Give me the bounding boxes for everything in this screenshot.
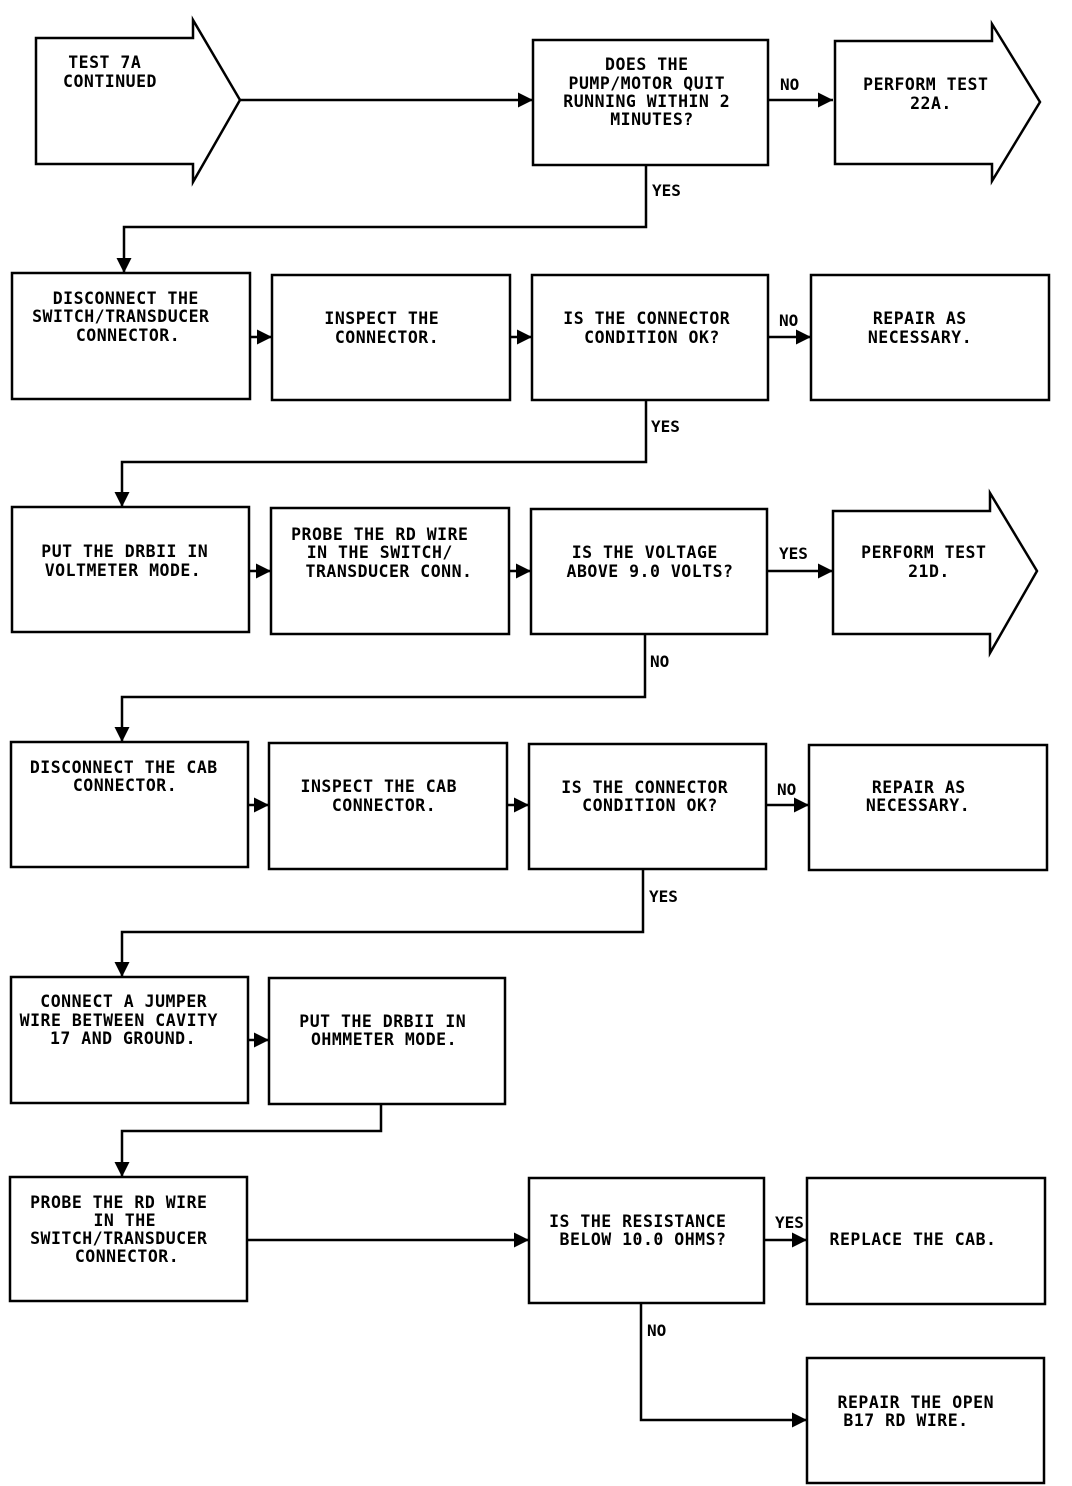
label-pump-no: NO: [780, 75, 799, 94]
node-q-pump-box: [531, 38, 770, 167]
repair2-text: REPAIR AS NECESSARY.: [866, 778, 976, 815]
label-res-yes: YES: [775, 1213, 804, 1232]
node-insp-conn-box: [270, 273, 512, 402]
node-test21d-arrow: [831, 488, 1039, 658]
label-conn1-no: NO: [779, 311, 798, 330]
node-test22a-arrow: [833, 19, 1042, 186]
node-disc-switch-box: [10, 271, 252, 401]
label-volt-yes: YES: [779, 544, 808, 563]
node-q-volt-box: [529, 507, 769, 636]
node-q-conn2-box: [527, 742, 768, 871]
replace-cab-text: REPLACE THE CAB.: [830, 1230, 997, 1249]
node-disc-cab-box: [9, 740, 250, 869]
probe2-text: PROBE THE RD WIRE IN THE SWITCH/TRANSDUC…: [30, 1193, 218, 1266]
node-repair1-box: [809, 273, 1051, 402]
edge-pump-yes: [116, 165, 648, 273]
node-q-res-box: [527, 1176, 766, 1305]
q-conn2-text: IS THE CONNECTOR CONDITION OK?: [561, 778, 738, 815]
node-labels: TEST 7A CONTINUED DOES THE PUMP/MOTOR QU…: [20, 53, 1005, 1430]
edge-volt-no: [114, 634, 647, 742]
edge-res-no: [639, 1303, 807, 1428]
edge-ohm-to-probe2: [114, 1104, 383, 1177]
node-repair-open-box: [805, 1356, 1046, 1485]
node-q-conn1-box: [530, 273, 770, 402]
label-res-no: NO: [647, 1321, 666, 1340]
q-pump-text: DOES THE PUMP/MOTOR QUIT RUNNING WITHIN …: [563, 55, 740, 129]
q-volt-text: IS THE VOLTAGE ABOVE 9.0 VOLTS?: [567, 543, 734, 581]
label-pump-yes: YES: [652, 181, 681, 200]
shapes: [8, 15, 1051, 1485]
q-conn1-text: IS THE CONNECTOR CONDITION OK?: [563, 309, 740, 347]
node-put-volt-box: [10, 505, 251, 634]
label-conn1-yes: YES: [651, 417, 680, 436]
edge-conn1-yes: [114, 400, 648, 507]
node-jumper-box: [9, 975, 250, 1105]
disc-cab-text: DISCONNECT THE CAB CONNECTOR.: [30, 758, 228, 795]
disc-switch-text: DISCONNECT THE SWITCH/TRANSDUCER CONNECT…: [32, 289, 220, 345]
test21d-text: PERFORM TEST 21D.: [861, 543, 997, 581]
node-test7a-arrow: [34, 15, 242, 187]
q-res-text: IS THE RESISTANCE BELOW 10.0 OHMS?: [549, 1212, 737, 1249]
label-volt-no: NO: [650, 652, 669, 671]
put-ohm-text: PUT THE DRBII IN OHMMETER MODE.: [299, 1012, 476, 1049]
test22a-text: PERFORM TEST 22A.: [863, 75, 999, 113]
node-replace-cab-box: [805, 1176, 1047, 1306]
node-probe1-box: [269, 506, 511, 636]
test7a-text: TEST 7A CONTINUED: [63, 53, 157, 91]
probe1-text: PROBE THE RD WIRE IN THE SWITCH/ TRANSDU…: [291, 525, 479, 581]
insp-conn-text: INSPECT THE CONNECTOR.: [324, 309, 449, 347]
put-volt-text: PUT THE DRBII IN VOLTMETER MODE.: [41, 542, 218, 580]
node-insp-cab-box: [267, 741, 509, 871]
label-conn2-yes: YES: [649, 887, 678, 906]
repair1-text: REPAIR AS NECESSARY.: [868, 309, 977, 347]
connectors: [114, 92, 833, 1428]
node-put-ohm-box: [267, 976, 507, 1106]
node-repair2-box: [807, 743, 1049, 872]
edge-conn2-yes: [114, 869, 645, 977]
label-conn2-no: NO: [777, 780, 796, 799]
node-probe2-box: [8, 1175, 249, 1303]
edge-labels: NO YES NO YES YES NO NO YES YES NO: [647, 75, 808, 1340]
repair-open-text: REPAIR THE OPEN B17 RD WIRE.: [838, 1393, 1005, 1430]
insp-cab-text: INSPECT THE CAB CONNECTOR.: [301, 777, 468, 815]
jumper-text: CONNECT A JUMPER WIRE BETWEEN CAVITY 17 …: [20, 992, 229, 1048]
